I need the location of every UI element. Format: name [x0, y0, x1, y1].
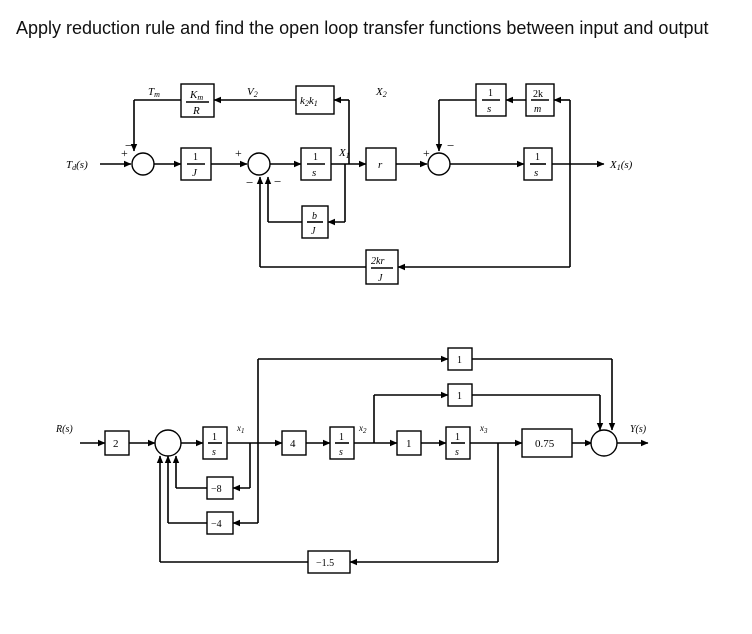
svg-text:R: R	[192, 105, 200, 117]
block-feedback-neg4: −4	[206, 511, 234, 535]
svg-text:1: 1	[212, 432, 217, 443]
svg-text:s: s	[312, 167, 316, 179]
output-label-x1: X1(s)	[609, 159, 633, 172]
diagram-1: + − + − − + − Km R 1 J k2k1 1 s	[66, 83, 633, 285]
block-gain-4: 4	[281, 430, 307, 456]
svg-text:J: J	[192, 167, 198, 179]
svg-text:Km: Km	[189, 89, 203, 102]
svg-text:1: 1	[313, 152, 318, 163]
svg-text:s: s	[212, 447, 216, 458]
svg-text:1: 1	[488, 88, 493, 99]
svg-text:1: 1	[457, 355, 462, 366]
block-inv-j: 1 J	[180, 147, 212, 181]
svg-text:1: 1	[455, 432, 460, 443]
input-label-r: R(s)	[55, 424, 73, 435]
diagram-1-wires	[100, 96, 605, 271]
block-k2k1: k2k1	[295, 85, 335, 115]
svg-text:m: m	[534, 104, 541, 115]
block-feedforward-top: 1	[447, 347, 473, 371]
block-km-over-r: Km R	[180, 83, 215, 118]
block-integrator-out: 1 s	[523, 147, 553, 181]
svg-text:−4: −4	[211, 519, 222, 530]
sign-s2-bottom2: −	[274, 174, 281, 189]
svg-text:b: b	[312, 211, 317, 222]
svg-text:r: r	[378, 159, 383, 171]
block-integrator-1: 1 s	[202, 426, 228, 460]
svg-text:s: s	[455, 447, 459, 458]
svg-text:1: 1	[535, 152, 540, 163]
block-feedback-neg8: −8	[206, 476, 234, 500]
sign-s1-top: −	[125, 138, 132, 153]
svg-text:−8: −8	[211, 484, 222, 495]
block-integrator-2: 1 s	[329, 426, 355, 460]
svg-text:2k: 2k	[533, 89, 543, 100]
svg-text:−1.5: −1.5	[316, 558, 334, 569]
signal-label-v2: V2	[247, 86, 258, 99]
summing-junction-output	[590, 429, 618, 457]
sign-s3-top2: −	[447, 138, 454, 153]
svg-text:1: 1	[193, 152, 198, 163]
svg-text:0.75: 0.75	[535, 438, 555, 450]
svg-text:2kr: 2kr	[371, 256, 384, 267]
signal-label-x3: x3	[479, 423, 488, 435]
signal-label-tm: Tm	[148, 86, 160, 99]
block-feedback-neg1-5: −1.5	[307, 550, 351, 574]
block-gain-1: 1	[396, 430, 422, 456]
svg-text:4: 4	[290, 438, 296, 450]
summing-junction-1	[131, 152, 155, 176]
block-2kr-over-j: 2kr J	[365, 249, 399, 285]
sign-s2-bottom1: −	[246, 175, 253, 190]
svg-text:s: s	[534, 167, 538, 179]
input-label-td: Td(s)	[66, 159, 88, 172]
signal-label-x1: x1	[236, 423, 245, 435]
block-feedforward-mid: 1	[447, 383, 473, 407]
signal-label-x2: X2	[375, 86, 387, 99]
output-label-y: Y(s)	[630, 424, 647, 435]
svg-text:s: s	[487, 103, 491, 115]
block-r: r	[365, 147, 397, 181]
summing-junction-2	[247, 152, 271, 176]
svg-text:s: s	[339, 447, 343, 458]
sign-s3-top1: +	[423, 146, 430, 160]
sign-s1-left: +	[121, 146, 128, 160]
block-b-over-j: b J	[301, 205, 329, 239]
svg-text:J: J	[378, 273, 383, 284]
block-integrator-1: 1 s	[300, 147, 332, 181]
signal-label-x2: x2	[358, 423, 367, 435]
svg-text:1: 1	[406, 438, 412, 450]
block-gain-output: 0.75	[521, 428, 573, 458]
diagram-2-wires	[80, 355, 649, 566]
svg-text:k2k1: k2k1	[300, 95, 318, 108]
svg-text:1: 1	[457, 391, 462, 402]
summing-junction-3	[427, 152, 451, 176]
svg-text:J: J	[311, 226, 316, 237]
signal-label-x1: X1	[338, 147, 350, 160]
block-integrator-3: 1 s	[445, 426, 471, 460]
svg-text:2: 2	[113, 438, 119, 450]
diagram-2: 2 1 s 4 1 s 1 1 s 0.75	[55, 347, 649, 574]
svg-text:1: 1	[339, 432, 344, 443]
question-text: Apply reduction rule and find the open l…	[16, 18, 709, 38]
block-2k-over-m: 2k m	[525, 83, 555, 117]
block-integrator-top: 1 s	[475, 83, 507, 117]
block-gain-input: 2	[104, 430, 130, 456]
sign-s2-top: +	[235, 146, 242, 160]
summing-junction-input	[154, 429, 182, 457]
